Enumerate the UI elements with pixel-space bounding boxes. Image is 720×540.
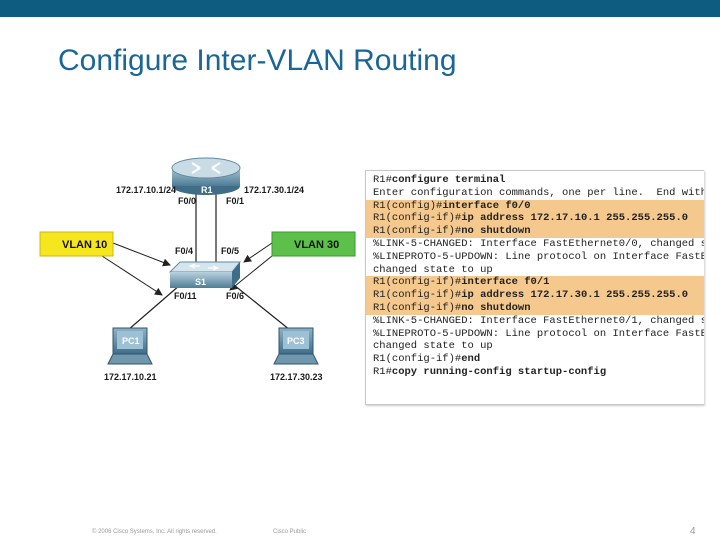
pc1-icon[interactable] [107,327,153,365]
arrow-vlan10-to-pc1 [101,255,163,296]
router-port-f01: F0/1 [226,196,244,206]
cli-line: %LINK-5-CHANGED: Interface FastEthernet0… [366,315,704,328]
cli-prompt: R1(config-if)# [373,225,462,238]
cli-line: R1(config-if)#no shutdown [366,225,704,238]
pc3-icon[interactable] [273,327,319,365]
router-icon[interactable] [171,157,241,195]
cli-command: interface f0/1 [461,276,550,289]
arrow-vlan10-to-switch [112,242,171,267]
vlan10-label: VLAN 10 [62,239,107,251]
cli-prompt: %LINEPROTO-5-UPDOWN: Line protocol on In… [373,327,704,340]
cli-command: no shutdown [461,225,531,238]
pc1-ip: 172.17.10.21 [104,372,157,382]
pc3-ip: 172.17.30.23 [270,372,323,382]
cli-line: R1(config-if)#interface f0/1 [366,276,704,290]
router-ip-left: 172.17.10.1/24 [116,185,176,195]
switch-icon[interactable] [168,261,242,288]
cli-prompt: R1(config-if)# [373,301,462,314]
cli-prompt: Enter configuration commands, one per li… [373,186,704,199]
cli-command: interface f0/0 [442,199,531,212]
cli-line: R1(config-if)#no shutdown [366,301,704,315]
page-number: 4 [690,526,696,537]
cli-prompt: R1(config-if)# [373,212,462,225]
cli-prompt: changed state to up [373,340,493,353]
cli-prompt: %LINEPROTO-5-UPDOWN: Line protocol on In… [373,250,704,263]
switch-name: S1 [195,277,206,287]
cli-prompt: R1(config-if)# [373,289,462,302]
cli-command: ip address 172.17.30.1 255.255.255.0 [461,289,689,302]
switch-port-f04: F0/4 [175,246,193,256]
cli-line: %LINEPROTO-5-UPDOWN: Line protocol on In… [366,251,704,264]
pc1-name: PC1 [122,336,140,346]
cli-prompt: R1(config)# [373,199,443,212]
vlan30-box [271,231,356,257]
vlan10-box [39,231,114,257]
cli-prompt: R1# [373,174,392,186]
footer-copyright: © 2006 Cisco Systems, Inc. All rights re… [92,529,217,535]
router-ip-right: 172.17.30.1/24 [244,185,304,195]
switch-port-f05: F0/5 [221,246,239,256]
cli-prompt: R1(config-if)# [373,276,462,289]
cli-line: Enter configuration commands, one per li… [366,187,704,200]
cli-prompt: %LINK-5-CHANGED: Interface FastEthernet0… [373,314,704,327]
vlan30-label: VLAN 30 [294,239,339,251]
cli-prompt: R1# [373,365,392,378]
cli-line: R1(config-if)#end [366,353,704,366]
top-banner [0,0,720,17]
cli-command: ip address 172.17.10.1 255.255.255.0 [461,212,689,225]
cli-line: R1#copy running-config startup-config [366,366,704,379]
cli-command: no shutdown [461,301,531,314]
router-name: R1 [201,185,213,195]
arrow-vlan30-to-switch [243,242,273,263]
switch-port-f06: F0/6 [226,291,244,301]
cli-command: configure terminal [391,174,506,186]
cli-command: end [461,353,481,366]
cable-s1-pc1 [127,284,181,331]
cli-line: R1(config-if)#ip address 172.17.10.1 255… [366,212,704,226]
pc3-name: PC3 [287,336,305,346]
cli-line: %LINK-5-CHANGED: Interface FastEthernet0… [366,238,704,251]
cli-line: changed state to up [366,264,704,277]
router-port-f00: F0/0 [178,196,196,206]
cli-line: R1(config-if)#ip address 172.17.30.1 255… [366,289,704,302]
footer-classification: Cisco Public [273,529,307,535]
cli-prompt: changed state to up [373,263,493,276]
cli-command: copy running-config startup-config [391,365,607,378]
cable-s1-pc3 [233,284,291,331]
slide-title: Configure Inter-VLAN Routing [58,44,457,77]
arrow-vlan30-to-pc3 [229,255,273,291]
cli-prompt: R1(config-if)# [373,353,462,366]
cli-line: changed state to up [366,340,704,353]
cli-line: %LINEPROTO-5-UPDOWN: Line protocol on In… [366,328,704,341]
cli-prompt: %LINK-5-CHANGED: Interface FastEthernet0… [373,237,704,250]
cli-line: R1(config)#interface f0/0 [366,199,704,213]
switch-port-f011: F0/11 [174,291,197,301]
cli-line: R1#configure terminal [366,174,704,187]
